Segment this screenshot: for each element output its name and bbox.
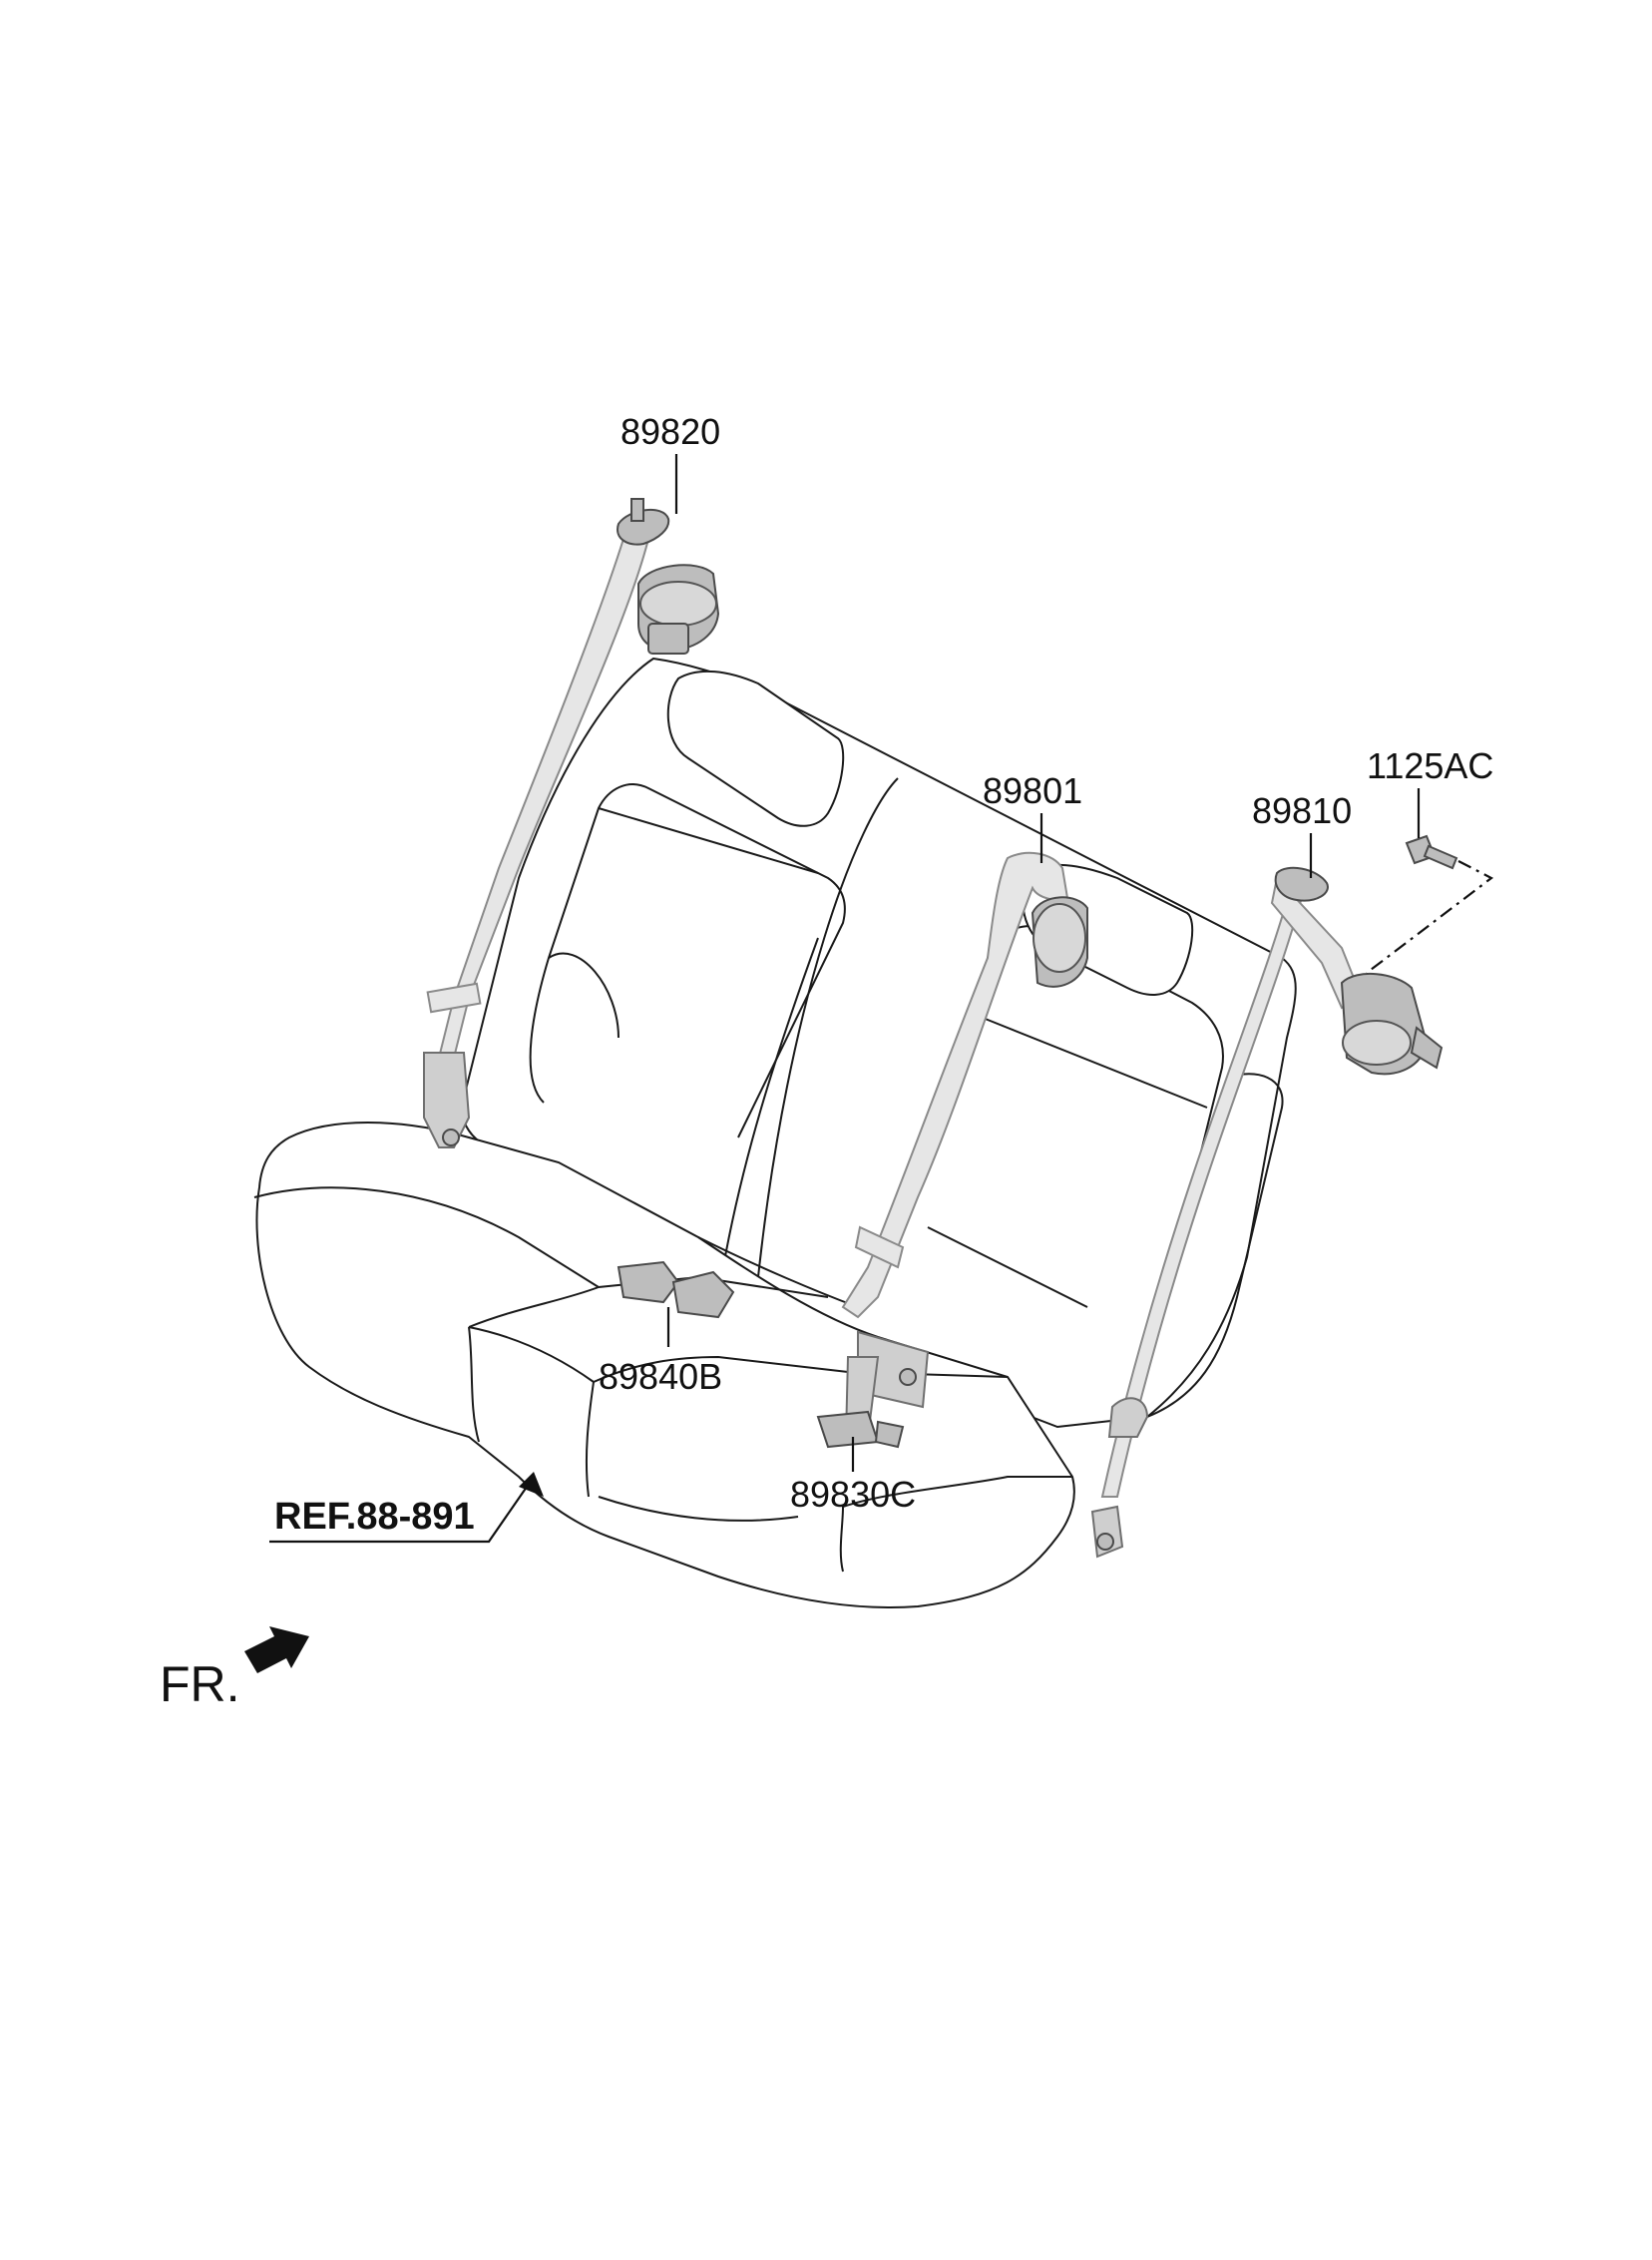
part-label-1125ac: 1125AC — [1367, 745, 1493, 786]
part-label-89820: 89820 — [620, 411, 720, 452]
bolt-1125ac — [1366, 834, 1494, 974]
right-seat-belt-assembly — [1090, 866, 1444, 1559]
buckle-89840b — [617, 1260, 735, 1319]
buckle-89830c — [816, 1410, 905, 1449]
front-direction-label: FR. — [160, 1656, 240, 1712]
reference-pointer — [269, 1472, 544, 1544]
left-seat-belt-assembly — [423, 498, 720, 1148]
front-direction-arrow — [244, 1626, 309, 1673]
leader-lines — [666, 454, 1421, 1472]
center-seat-belt-assembly — [841, 851, 1088, 1438]
reference-label: REF.88-891 — [274, 1496, 475, 1538]
part-label-89830c: 89830C — [790, 1474, 916, 1515]
seat-cushion — [253, 1122, 1075, 1608]
part-label-89801: 89801 — [983, 770, 1082, 811]
part-label-89810: 89810 — [1252, 790, 1352, 831]
part-label-89840b: 89840B — [599, 1356, 722, 1397]
